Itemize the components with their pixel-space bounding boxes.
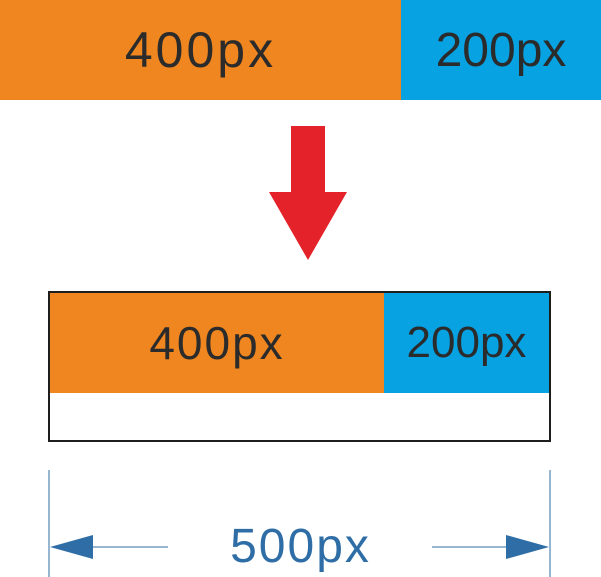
- dimension-right-arrowhead: [506, 535, 549, 559]
- bottom-wide-block: 400px: [50, 293, 384, 393]
- bottom-wide-block-label: 400px: [149, 317, 285, 369]
- dimension-left-arrowhead: [50, 535, 93, 559]
- top-narrow-block: 200px: [401, 0, 601, 100]
- dimension-indicator: [48, 470, 551, 577]
- bottom-narrow-block: 200px: [384, 293, 549, 393]
- top-wide-block-label: 400px: [124, 22, 277, 78]
- dimension-label: 500px: [230, 520, 371, 573]
- top-narrow-block-label: 200px: [435, 23, 567, 77]
- bottom-narrow-block-label: 200px: [406, 318, 527, 367]
- down-arrow-icon: [269, 126, 347, 260]
- top-wide-block: 400px: [0, 0, 401, 100]
- container-box: 400px 200px: [48, 291, 551, 442]
